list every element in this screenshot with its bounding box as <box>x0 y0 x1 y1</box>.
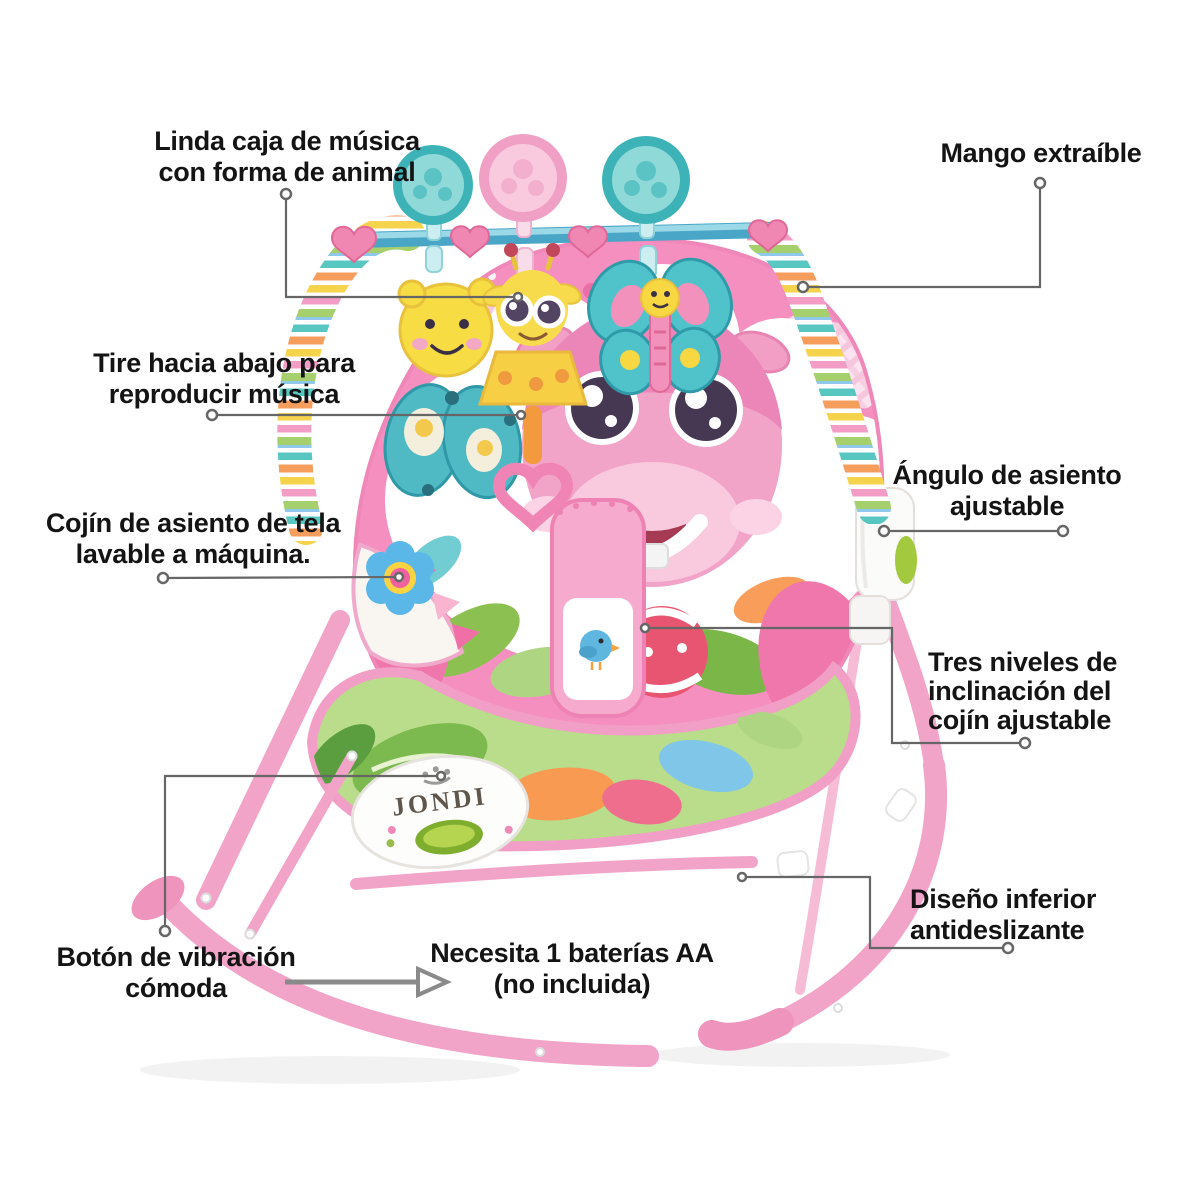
callout-endpoints <box>156 176 1070 955</box>
label-line: Mango extraíble <box>940 138 1142 168</box>
harness-group <box>550 498 708 718</box>
battery-arrow <box>285 965 452 999</box>
rocker-frame-rear <box>698 565 948 1051</box>
toy-bar <box>330 219 789 264</box>
callout-music-box <box>284 194 518 299</box>
hanging-toy-butterfly <box>587 257 733 396</box>
label-line: Necesita 1 baterías AA <box>430 938 714 968</box>
label-washable-cushion: Cojín de asiento de tela lavable a máqui… <box>45 508 341 570</box>
hanging-toy-giraffe <box>477 243 589 533</box>
right-arch <box>747 221 891 525</box>
label-line: lavable a máquina. <box>75 539 311 569</box>
pull-strap <box>524 406 542 464</box>
label-line: Ángulo de asiento <box>892 460 1122 490</box>
disc-teal-right <box>602 136 690 224</box>
callout-removable-handle <box>803 183 1042 289</box>
label-line: Linda caja de música <box>154 126 420 156</box>
recline-button <box>895 536 917 584</box>
label-line: Cojín de asiento de tela <box>45 508 341 538</box>
label-anti-slip: Diseño inferior antideslizante <box>910 884 1096 946</box>
label-line: antideslizante <box>910 915 1085 945</box>
disc-pink-center <box>479 134 567 222</box>
vibration-button <box>415 819 483 855</box>
label-recline-levels: Tres niveles de inclinación del cojín aj… <box>928 648 1117 735</box>
label-line: (no incluida) <box>493 969 651 999</box>
label-line: inclinación del <box>928 676 1112 706</box>
bird-print <box>579 630 620 670</box>
seat-side-flap <box>351 541 480 668</box>
label-removable-handle: Mango extraíble <box>940 138 1141 169</box>
flower-print <box>366 541 434 615</box>
label-line: reproducir música <box>108 379 340 409</box>
music-discs <box>393 134 690 279</box>
label-line: cojín ajustable <box>928 705 1112 735</box>
callout-anti-slip <box>742 875 1008 950</box>
label-battery: Necesita 1 baterías AA (no incluida) <box>430 938 714 1000</box>
label-line: Tres niveles de <box>928 647 1118 677</box>
label-line: Diseño inferior <box>910 884 1097 914</box>
disc-teal-left <box>393 145 473 225</box>
label-line: ajustable <box>949 491 1065 521</box>
rocker-frame-front <box>131 610 810 1067</box>
label-line: Botón de vibración <box>56 942 296 972</box>
label-line: con forma de animal <box>158 157 416 187</box>
label-line: cómoda <box>125 973 227 1003</box>
callout-washable-cushion <box>162 575 400 580</box>
label-vibration-button: Botón de vibración cómoda <box>56 942 295 1004</box>
control-pod: JONDI <box>350 754 530 870</box>
crown-logo <box>422 766 451 785</box>
pull-ring <box>492 462 574 533</box>
callout-lines <box>156 176 1070 999</box>
label-music-box: Linda caja de música con forma de animal <box>154 126 420 188</box>
callout-recline-levels <box>645 626 1025 745</box>
heart-clips <box>330 219 789 264</box>
label-line: Tire hacia abajo para <box>93 348 355 378</box>
label-adjustable-angle: Ángulo de asiento ajustable <box>893 460 1122 522</box>
label-pull-music: Tire hacia abajo para reproducir música <box>93 348 355 410</box>
callout-vibration-button <box>163 774 441 931</box>
